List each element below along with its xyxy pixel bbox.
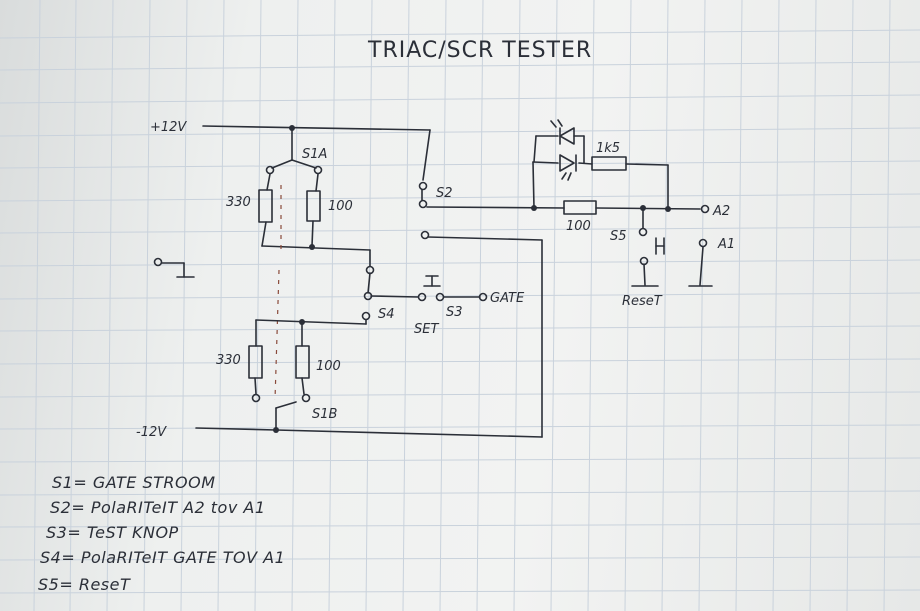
switch-s3[interactable] <box>417 275 445 302</box>
s4-label: S4 <box>378 307 395 322</box>
rail-neg-label: -12V <box>136 425 167 440</box>
r1k5-label: 1k5 <box>596 141 620 156</box>
a2-terminal[interactable] <box>700 204 710 214</box>
junction-dot <box>273 427 279 433</box>
reset-label: ReseT <box>622 294 663 309</box>
s1b-label: S1B <box>312 407 338 422</box>
s5-label: S5 <box>610 229 627 244</box>
junction-dot <box>299 319 305 325</box>
resistor-100-a2 <box>563 200 597 215</box>
pos-rail-wire <box>202 125 431 181</box>
legend-item: S5= ReseT <box>38 575 131 594</box>
s2-label: S2 <box>436 186 453 201</box>
stray-switch-symbol <box>153 257 195 278</box>
rail-pos-label: +12V <box>150 120 187 135</box>
s1a-label: S1A <box>302 147 327 162</box>
switch-s4[interactable] <box>361 265 375 321</box>
legend-item: S3= TeST KNOP <box>46 523 179 542</box>
r100-top-label: 100 <box>328 199 353 214</box>
resistor-330-bottom <box>248 319 263 395</box>
s3-label: S3 <box>446 305 463 320</box>
resistor-1k5 <box>591 156 627 171</box>
a2-wire <box>426 135 701 210</box>
switch-s5[interactable] <box>631 207 665 287</box>
s4-output-wire <box>255 295 419 325</box>
ganged-switch-link <box>274 185 282 401</box>
switch-s2[interactable] <box>418 181 430 240</box>
led-lower <box>559 154 577 181</box>
junction-dot <box>309 244 315 250</box>
junction-dot <box>531 205 537 211</box>
resistor-330-top <box>258 173 273 247</box>
resistor-100-bottom <box>295 321 310 395</box>
gate-label: GATE <box>490 291 525 306</box>
legend-item: S4= PolaRITeIT GATE TOV A1 <box>40 548 285 567</box>
neg-rail-wire <box>195 236 543 438</box>
switch-s1b[interactable] <box>251 393 311 429</box>
resistor-100-top <box>306 173 321 247</box>
r330-top-label: 330 <box>226 195 251 210</box>
a2-label: A2 <box>712 204 730 219</box>
junction-dot <box>665 206 671 212</box>
set-label: SET <box>414 322 439 337</box>
gate-wire <box>261 245 371 267</box>
junction-dot <box>289 125 295 131</box>
legend: S1= GATE STROOM S2= PolaRITeIT A2 tov A1… <box>38 473 285 594</box>
legend-item: S2= PolaRITeIT A2 tov A1 <box>50 498 266 517</box>
page-title: TRIAC/SCR TESTER <box>367 38 592 63</box>
a1-terminal[interactable] <box>688 238 713 287</box>
r100-a2-label: 100 <box>566 219 591 234</box>
led-upper <box>550 119 575 145</box>
legend-item: S1= GATE STROOM <box>52 473 216 492</box>
gate-terminal[interactable] <box>478 292 488 302</box>
a1-label: A1 <box>717 237 735 252</box>
r100-bottom-label: 100 <box>316 359 341 374</box>
r330-bottom-label: 330 <box>216 353 241 368</box>
